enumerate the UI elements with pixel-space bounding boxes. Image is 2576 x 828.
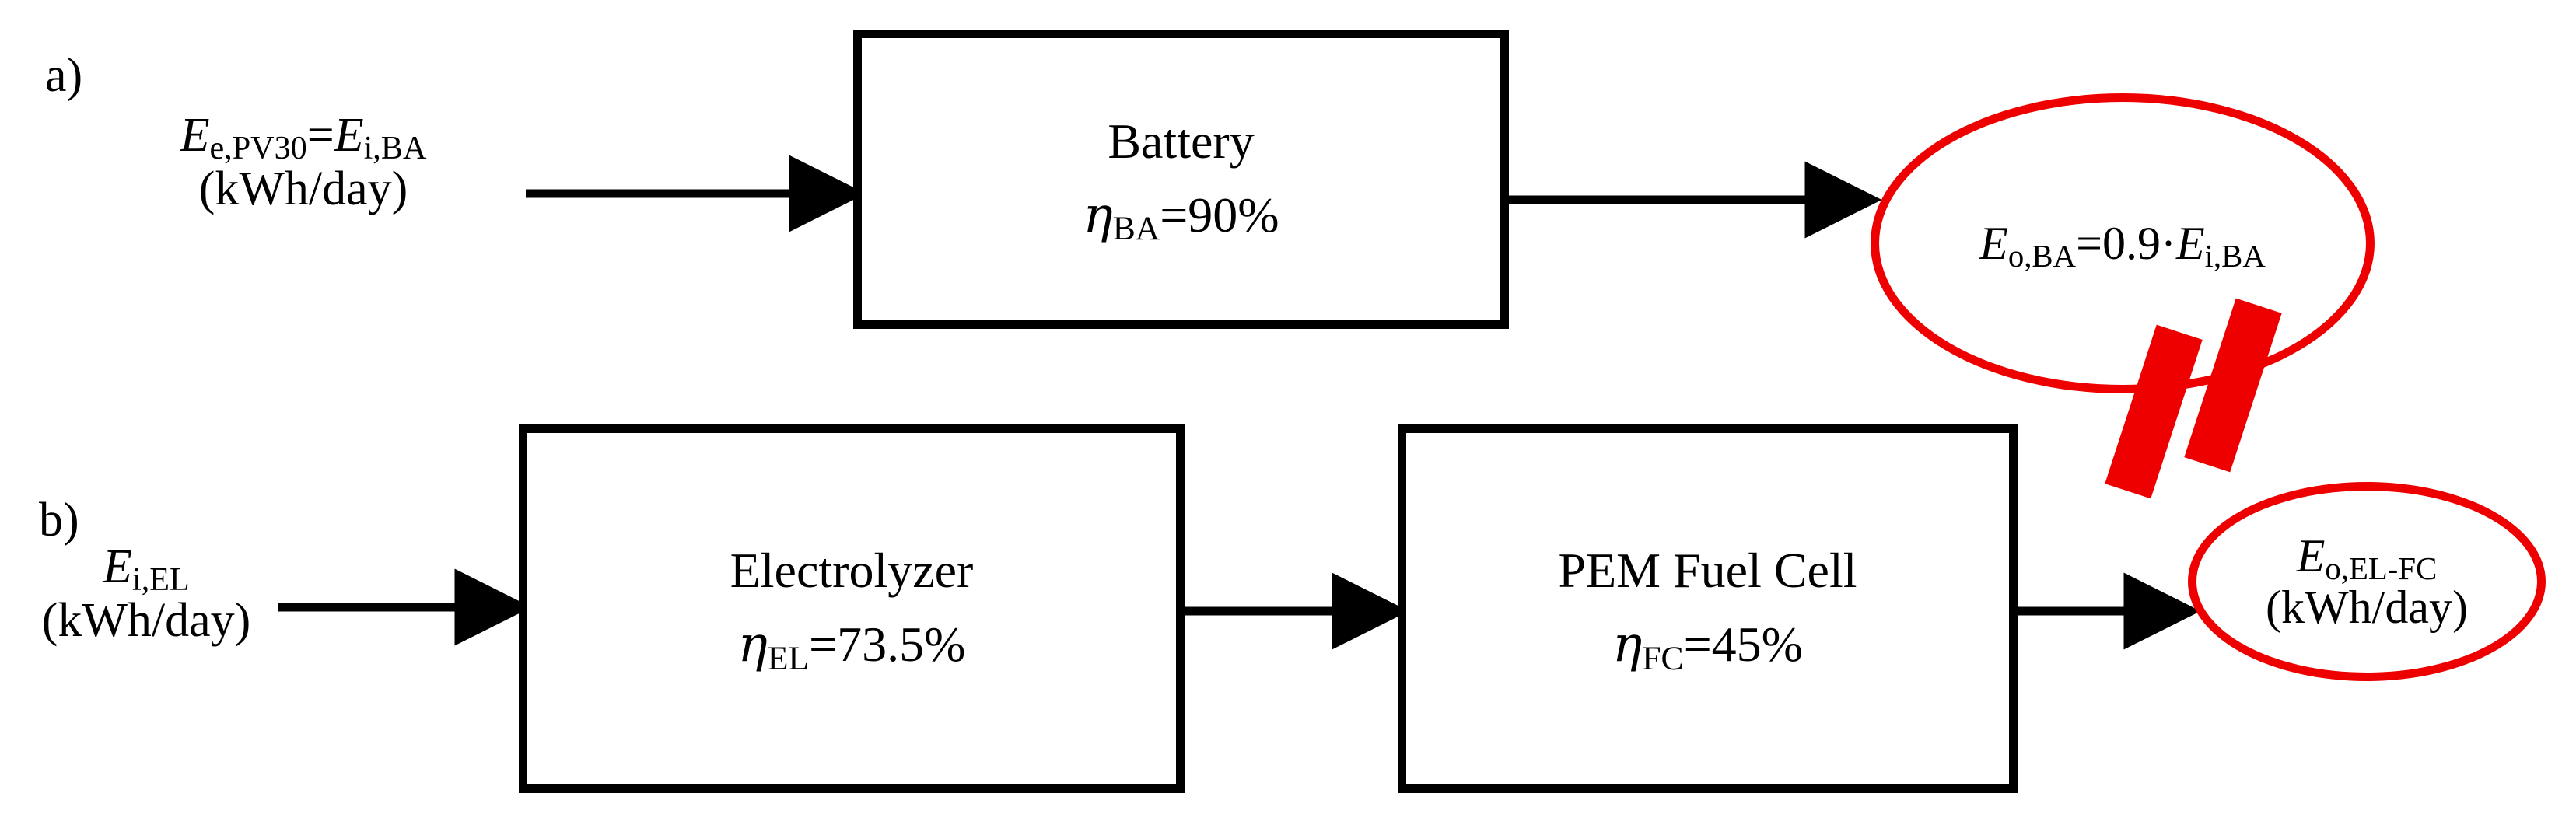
eta-subscript-ba: BA (1112, 210, 1160, 248)
electrolyzer-title: Electrolyzer (730, 543, 974, 599)
symbol-E-o-ba: E (1979, 218, 2008, 269)
subscript-i-ba-out: i,BA (2204, 238, 2266, 274)
eta-value-ba: 90% (1188, 187, 1279, 243)
panel-label-a: a) (45, 49, 83, 102)
fuelcell-title: PEM Fuel Cell (1558, 543, 1857, 599)
eta-equals-ba: = (1160, 187, 1188, 243)
eta-value-fc: 45% (1711, 617, 1803, 673)
process-box-electrolyzer[interactable]: Electrolyzer ηEL=73.5% (519, 424, 1185, 793)
subscript-o-ba: o,BA (2007, 238, 2077, 274)
symbol-E-e-pv30: E (180, 109, 210, 162)
eta-subscript-el: EL (767, 639, 810, 677)
subscript-o-elfc: o,EL-FC (2325, 550, 2438, 586)
output-ellipse-el-fc[interactable]: Eo,EL-FC (kWh/day) (2188, 482, 2546, 681)
eta-symbol-fc: η (1612, 616, 1643, 674)
equals-sign-a-input: = (306, 109, 334, 162)
eta-equals-fc: = (1683, 617, 1712, 673)
eta-symbol-el: η (737, 616, 768, 674)
eta-subscript-fc: FC (1642, 639, 1684, 677)
input-label-b-line1: Ei,EL (14, 540, 278, 598)
red-equals-icon (2105, 295, 2349, 499)
symbol-E-i-ba-out: E (2175, 218, 2205, 269)
factor-0p9: 0.9· (2102, 218, 2176, 269)
input-label-b: Ei,EL (kWh/day) (14, 540, 278, 648)
symbol-E-i-el: E (103, 540, 133, 593)
red-equals-bar-left (2105, 324, 2203, 499)
battery-title: Battery (1108, 113, 1255, 169)
red-equals-bar-right (2184, 298, 2282, 473)
panel-label-b: b) (39, 494, 79, 547)
subscript-i-ba: i,BA (363, 130, 427, 167)
eta-value-el: 73.5% (837, 617, 966, 673)
process-box-battery[interactable]: Battery ηBA=90% (853, 30, 1509, 329)
input-label-a-units: (kWh/day) (198, 162, 408, 216)
input-label-a-line1: Ee,PV30=Ei,BA (86, 109, 521, 166)
battery-efficiency: ηBA=90% (1083, 186, 1279, 248)
output-ellipse-el-fc-text: Eo,EL-FC (kWh/day) (2266, 530, 2468, 633)
input-label-b-units: (kWh/day) (41, 594, 251, 648)
process-box-pem-fuel-cell[interactable]: PEM Fuel Cell ηFC=45% (1398, 424, 2018, 793)
eta-equals-el: = (809, 617, 838, 673)
subscript-e-pv30: e,PV30 (209, 130, 307, 167)
eta-symbol-ba: η (1083, 186, 1113, 244)
symbol-E-i-ba: E (334, 109, 364, 162)
output-ellipse-battery-text: Eo,BA=0.9·Ei,BA (1979, 218, 2266, 274)
fuelcell-efficiency: ηFC=45% (1612, 616, 1803, 676)
symbol-E-o-elfc: E (2296, 530, 2326, 582)
output-ellipse-el-fc-units: (kWh/day) (2266, 582, 2468, 633)
electrolyzer-efficiency: ηEL=73.5% (737, 616, 966, 676)
equals-sign-a-output: = (2076, 218, 2102, 269)
subscript-i-el: i,EL (132, 561, 190, 599)
input-label-a: Ee,PV30=Ei,BA (kWh/day) (86, 109, 521, 217)
output-ellipse-el-fc-line1: Eo,EL-FC (2266, 530, 2468, 586)
output-ellipse-battery[interactable]: Eo,BA=0.9·Ei,BA (1871, 93, 2375, 393)
